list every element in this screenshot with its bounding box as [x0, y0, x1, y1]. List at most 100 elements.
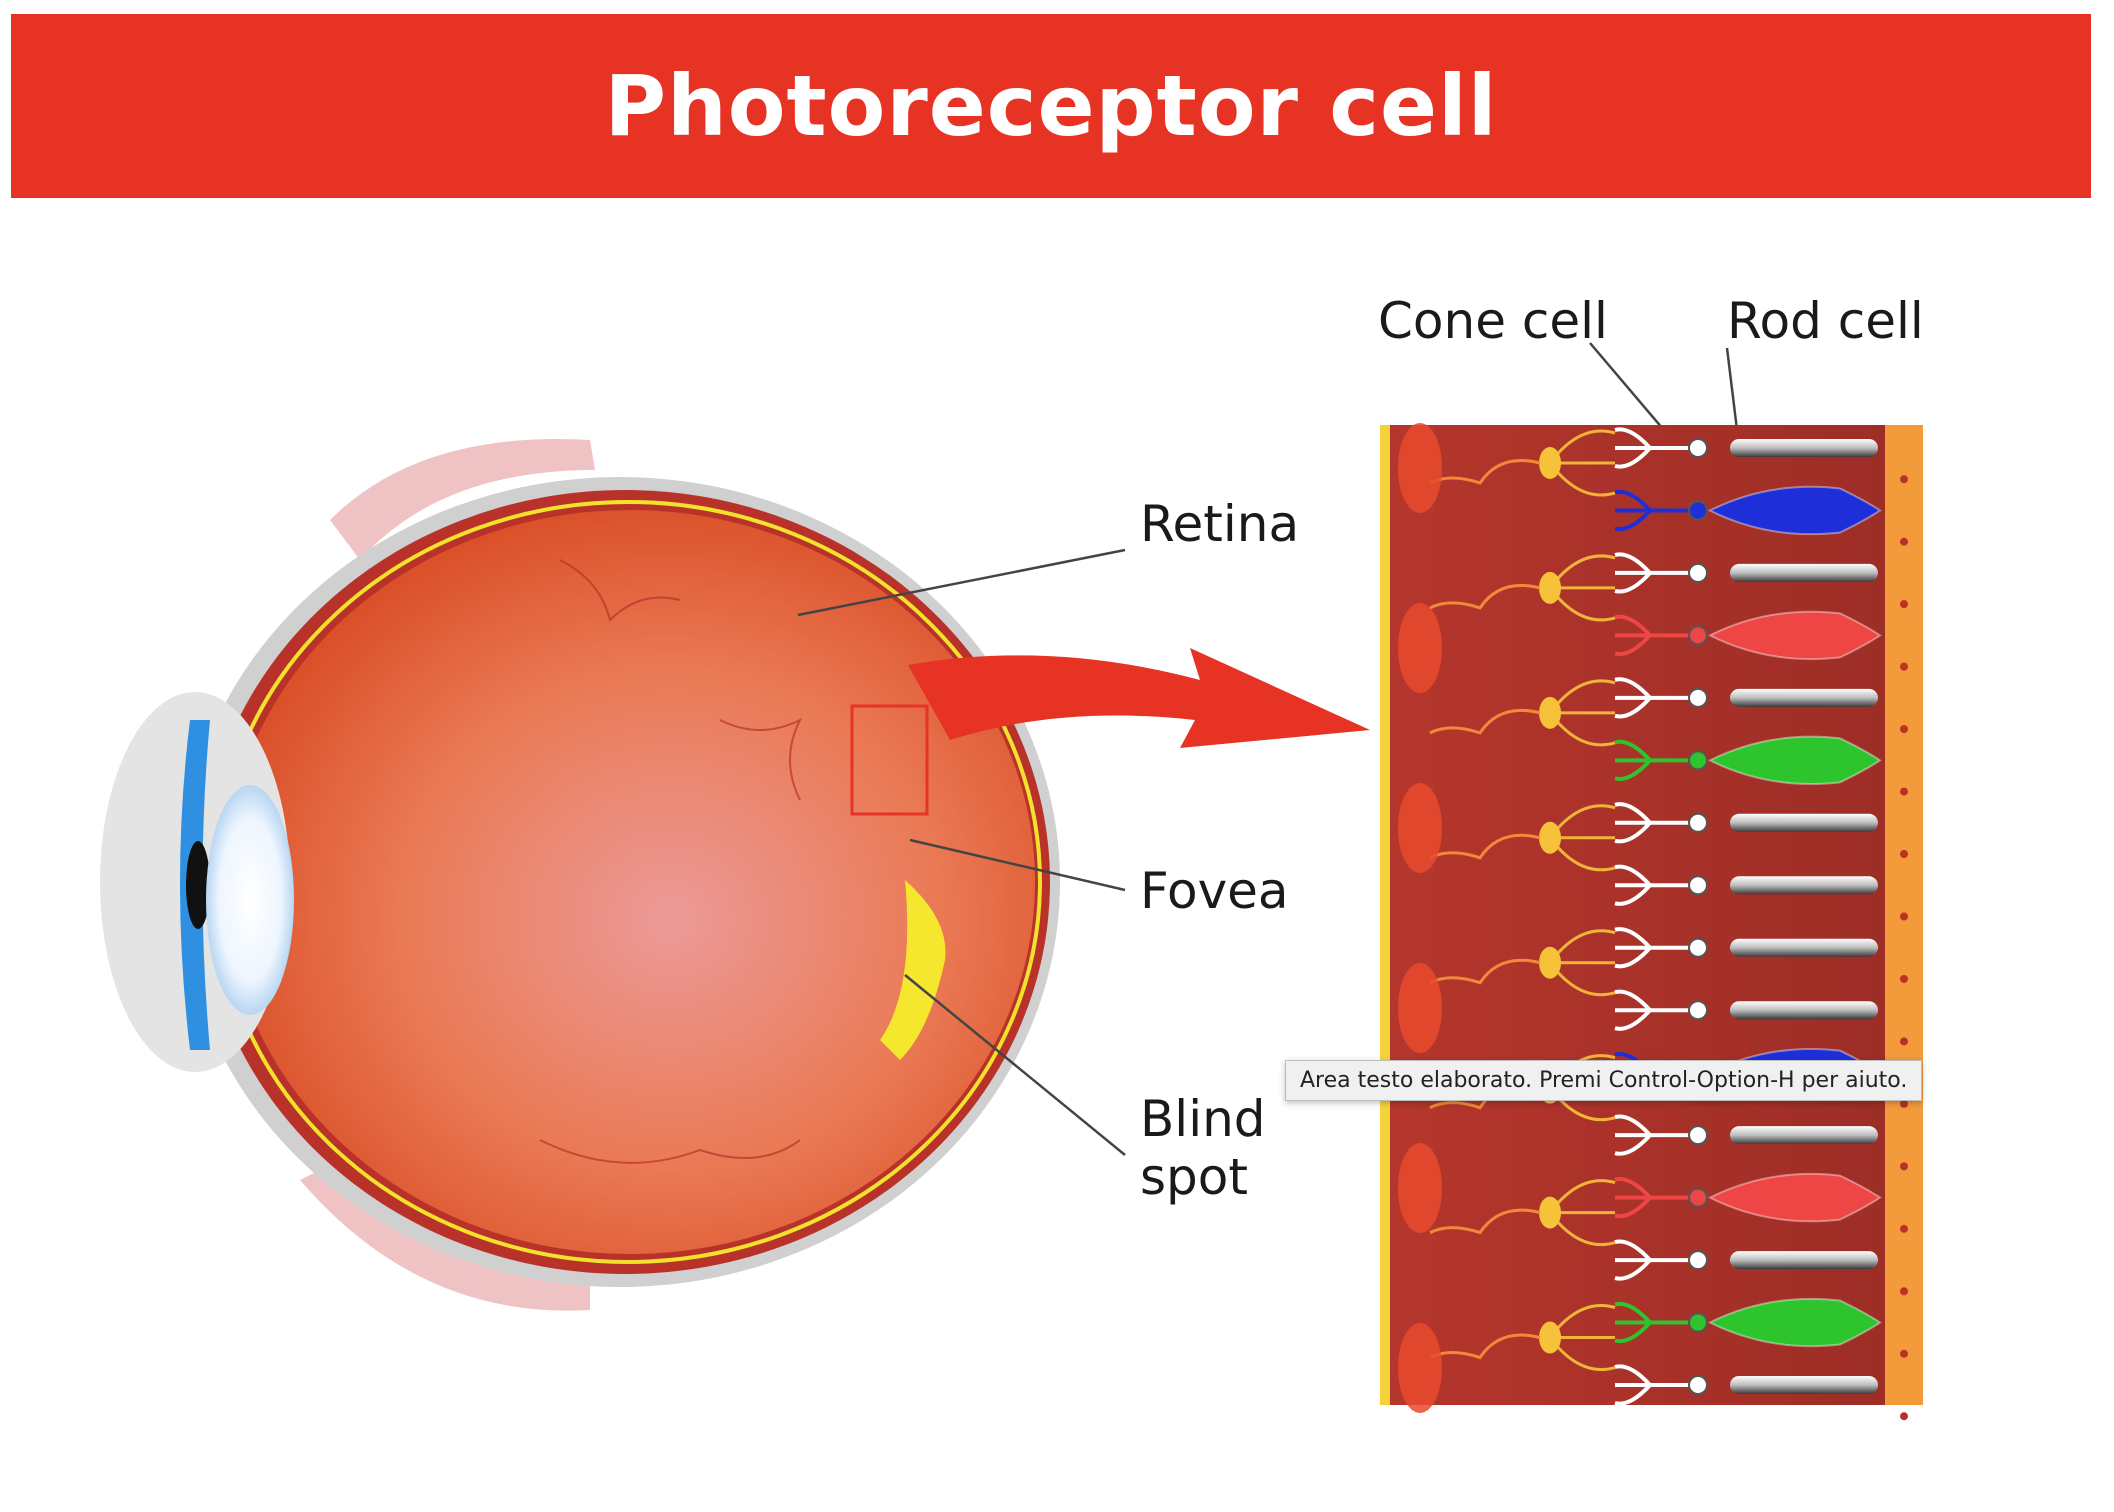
label-retina: Retina: [1140, 495, 1300, 553]
bipolar-soma: [1539, 696, 1561, 729]
connecting-fiber: [1429, 833, 1541, 860]
inner-limiting-membrane: [1380, 425, 1390, 1405]
cell-nucleus: [1688, 1375, 1708, 1395]
synaptic-terminal: [1614, 427, 1652, 469]
cell-nucleus: [1688, 1250, 1708, 1271]
rod-outer-segment: [1730, 876, 1878, 895]
bipolar-cell: [1429, 429, 1616, 497]
ganglion-cells: [1398, 423, 1616, 1413]
cell-nucleus: [1688, 1312, 1708, 1333]
epithelium-nucleus: [1900, 850, 1908, 859]
page-title: Photoreceptor cell: [604, 57, 1498, 155]
ganglion-cell: [1398, 423, 1442, 513]
synaptic-terminal: [1614, 489, 1652, 532]
optic-disc: [880, 880, 946, 1060]
accessibility-tooltip: Area testo elaborato. Premi Control-Opti…: [1285, 1060, 1923, 1101]
rod-cell: [1614, 989, 1878, 1031]
epithelium-nucleus: [1900, 1287, 1908, 1296]
rod-cell: [1614, 1114, 1878, 1156]
bipolar-soma: [1539, 447, 1561, 479]
cone-cell: [1614, 1172, 1882, 1223]
rod-outer-segment: [1730, 439, 1878, 457]
zoom-arrow: [908, 648, 1370, 748]
epithelium-cells: [1900, 475, 1908, 1421]
bipolar-soma: [1539, 821, 1561, 854]
connecting-fiber: [1429, 459, 1541, 485]
rod-outer-segment: [1730, 1376, 1878, 1394]
epithelium-nucleus: [1900, 1037, 1908, 1046]
bipolar-cell: [1429, 804, 1616, 872]
bipolar-soma: [1539, 946, 1561, 979]
epithelium-nucleus: [1900, 787, 1908, 796]
connecting-fiber: [1429, 583, 1541, 610]
synaptic-terminal: [1614, 927, 1652, 969]
rod-cell: [1614, 1364, 1878, 1406]
synaptic-terminal: [1614, 739, 1652, 781]
cell-nucleus: [1688, 1187, 1708, 1208]
synaptic-terminal: [1614, 614, 1652, 656]
epithelium-nucleus: [1900, 1099, 1908, 1108]
bipolar-cell: [1429, 1179, 1616, 1247]
synaptic-terminal: [1614, 802, 1652, 844]
bipolar-cell: [1429, 554, 1616, 622]
epithelium-nucleus: [1900, 1412, 1908, 1421]
epithelium-nucleus: [1900, 912, 1908, 921]
cell-nucleus: [1688, 625, 1708, 646]
rod-outer-segment: [1730, 1251, 1878, 1270]
synaptic-terminal: [1614, 677, 1652, 719]
cell-nucleus: [1688, 875, 1708, 896]
label-cone-cell: Cone cell: [1378, 292, 1608, 350]
cell-nucleus: [1688, 812, 1708, 833]
synaptic-terminal: [1614, 1114, 1652, 1156]
cone-cell: [1614, 485, 1882, 536]
rod-outer-segment: [1730, 938, 1878, 957]
cell-nucleus: [1688, 562, 1708, 583]
ganglion-cell: [1398, 783, 1442, 873]
rod-cell-leader: [1725, 347, 1740, 439]
epithelium-nucleus: [1900, 537, 1908, 546]
synaptic-terminal: [1614, 1239, 1652, 1281]
epithelium-nucleus: [1900, 974, 1908, 983]
connecting-fiber: [1429, 1208, 1541, 1235]
synaptic-terminal: [1614, 989, 1652, 1031]
pupil: [186, 841, 210, 929]
cone-outer-segment: [1707, 1172, 1882, 1223]
cone-cell: [1614, 735, 1882, 785]
epithelium-nucleus: [1900, 1224, 1908, 1233]
rod-outer-segment: [1730, 1126, 1878, 1145]
label-fovea: Fovea: [1140, 862, 1289, 920]
epithelium-nucleus: [1900, 600, 1908, 609]
bipolar-cell: [1429, 679, 1616, 747]
rod-outer-segment: [1730, 563, 1878, 582]
bipolar-cell: [1429, 1304, 1616, 1372]
leader-lines: [797, 342, 1740, 1156]
blind-spot-leader: [904, 974, 1126, 1156]
fovea-zoom-box: [850, 704, 929, 816]
cone-cell: [1614, 610, 1882, 661]
bipolar-soma: [1539, 571, 1561, 604]
rod-cell: [1614, 864, 1878, 906]
synaptic-terminal: [1614, 1177, 1652, 1219]
ganglion-cell: [1398, 963, 1442, 1053]
cell-nucleus: [1688, 500, 1708, 521]
fovea-leader: [909, 838, 1126, 892]
label-blind-spot-line1: Blind: [1140, 1090, 1266, 1148]
synaptic-terminal: [1614, 864, 1652, 906]
epithelium-nucleus: [1900, 662, 1908, 671]
rod-cell: [1614, 927, 1878, 969]
cone-outer-segment: [1707, 610, 1882, 661]
synaptic-terminal: [1614, 1364, 1652, 1406]
label-blind-spot-line2: spot: [1140, 1148, 1248, 1206]
title-bar: Photoreceptor cell: [11, 14, 2091, 198]
upper-eyelid: [330, 439, 595, 560]
tissue-panel: [1385, 425, 1920, 1405]
connecting-fiber: [1429, 958, 1541, 985]
epithelium-nucleus: [1900, 475, 1908, 484]
rod-cell: [1614, 552, 1878, 594]
cell-nucleus: [1688, 1000, 1708, 1021]
cone-outer-segment: [1707, 735, 1882, 785]
bipolar-soma: [1539, 1321, 1561, 1354]
rod-cell: [1614, 427, 1878, 469]
ganglion-cell: [1398, 603, 1442, 693]
